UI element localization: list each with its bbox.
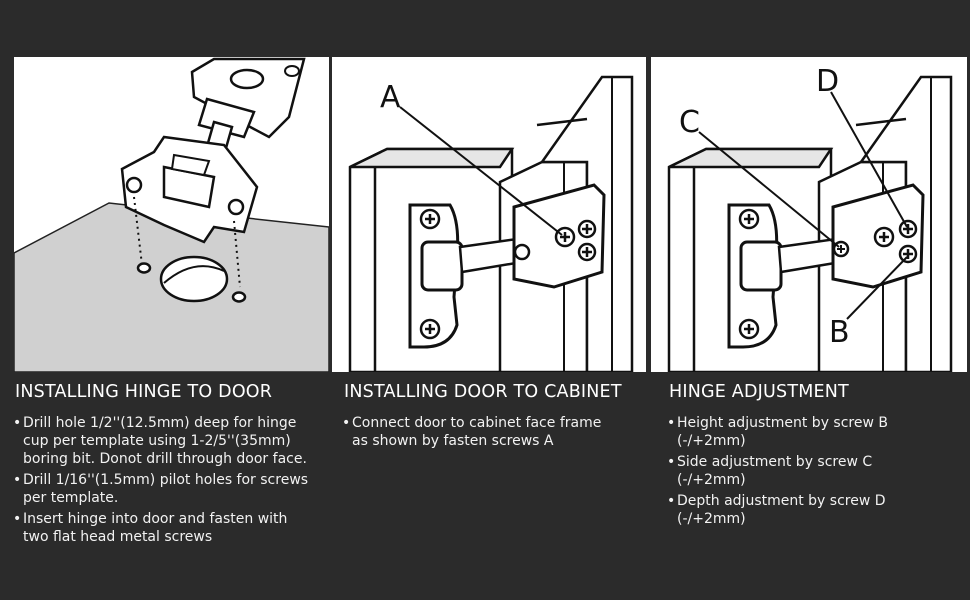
door-cabinet-drawing: A [348,75,634,372]
bullet-icon: • [13,511,22,527]
column-installing-hinge-to-door: INSTALLING HINGE TO DOOR •Drill hole 1/2… [13,382,333,549]
label-a-leader [399,106,563,236]
hinge-arm [190,57,306,139]
column-installing-door-to-cabinet: INSTALLING DOOR TO CABINET • Connect doo… [342,382,644,453]
list-item: •Side adjustment by screw C (-/+2mm) [667,454,873,488]
instruction-list: •Drill hole 1/2''(12.5mm) deep for hinge… [13,414,333,546]
label-d-leader [830,91,908,228]
heading-installing-door-to-cabinet: INSTALLING DOOR TO CABINET [344,382,622,402]
label-c-leader [698,131,840,248]
panel-hinge-adjustment-illustration: C D B [651,57,967,372]
list-item: •Depth adjustment by screw D (-/+2mm) [667,493,886,527]
screw-hole-icon [125,176,143,194]
bullet-icon: • [667,415,676,431]
list-item: • Connect door to cabinet face frame as … [342,415,602,449]
heading-hinge-adjustment: HINGE ADJUSTMENT [669,382,849,402]
bullet-icon: • [13,472,22,488]
list-item: •Drill hole 1/2''(12.5mm) deep for hinge… [13,415,307,467]
pilot-hole [136,262,152,274]
pilot-hole [231,291,247,303]
list-item: •Height adjustment by screw B (-/+2mm) [667,415,888,449]
instruction-list: • Connect door to cabinet face frame as … [342,414,644,450]
panel-door-to-cabinet-illustration: A [332,57,646,372]
heading-installing-hinge-to-door: INSTALLING HINGE TO DOOR [15,382,273,402]
bullet-icon: • [667,454,676,470]
label-b-leader [846,256,908,320]
hinge-adjustment-drawing: C D B [667,64,953,372]
list-item: •Drill 1/16''(1.5mm) pilot holes for scr… [13,472,309,506]
screw-hole-icon [227,198,245,216]
hinge-cup [739,240,783,292]
panel-hinge-to-door-illustration [14,57,329,372]
cup-bore-hole [159,255,229,303]
label-d: D [816,64,839,99]
column-hinge-adjustment: HINGE ADJUSTMENT •Height adjustment by s… [667,382,967,531]
bullet-icon: • [667,493,676,509]
bullet-icon: • [13,415,22,431]
label-a: A [380,80,401,115]
hinge-door-drawing [14,57,329,372]
label-b: B [829,315,850,350]
list-item: •Insert hinge into door and fasten with … [13,511,288,545]
label-c: C [679,105,700,140]
hinge-cup [420,240,464,292]
instruction-list: •Height adjustment by screw B (-/+2mm) •… [667,414,967,528]
bullet-icon: • [342,415,351,431]
